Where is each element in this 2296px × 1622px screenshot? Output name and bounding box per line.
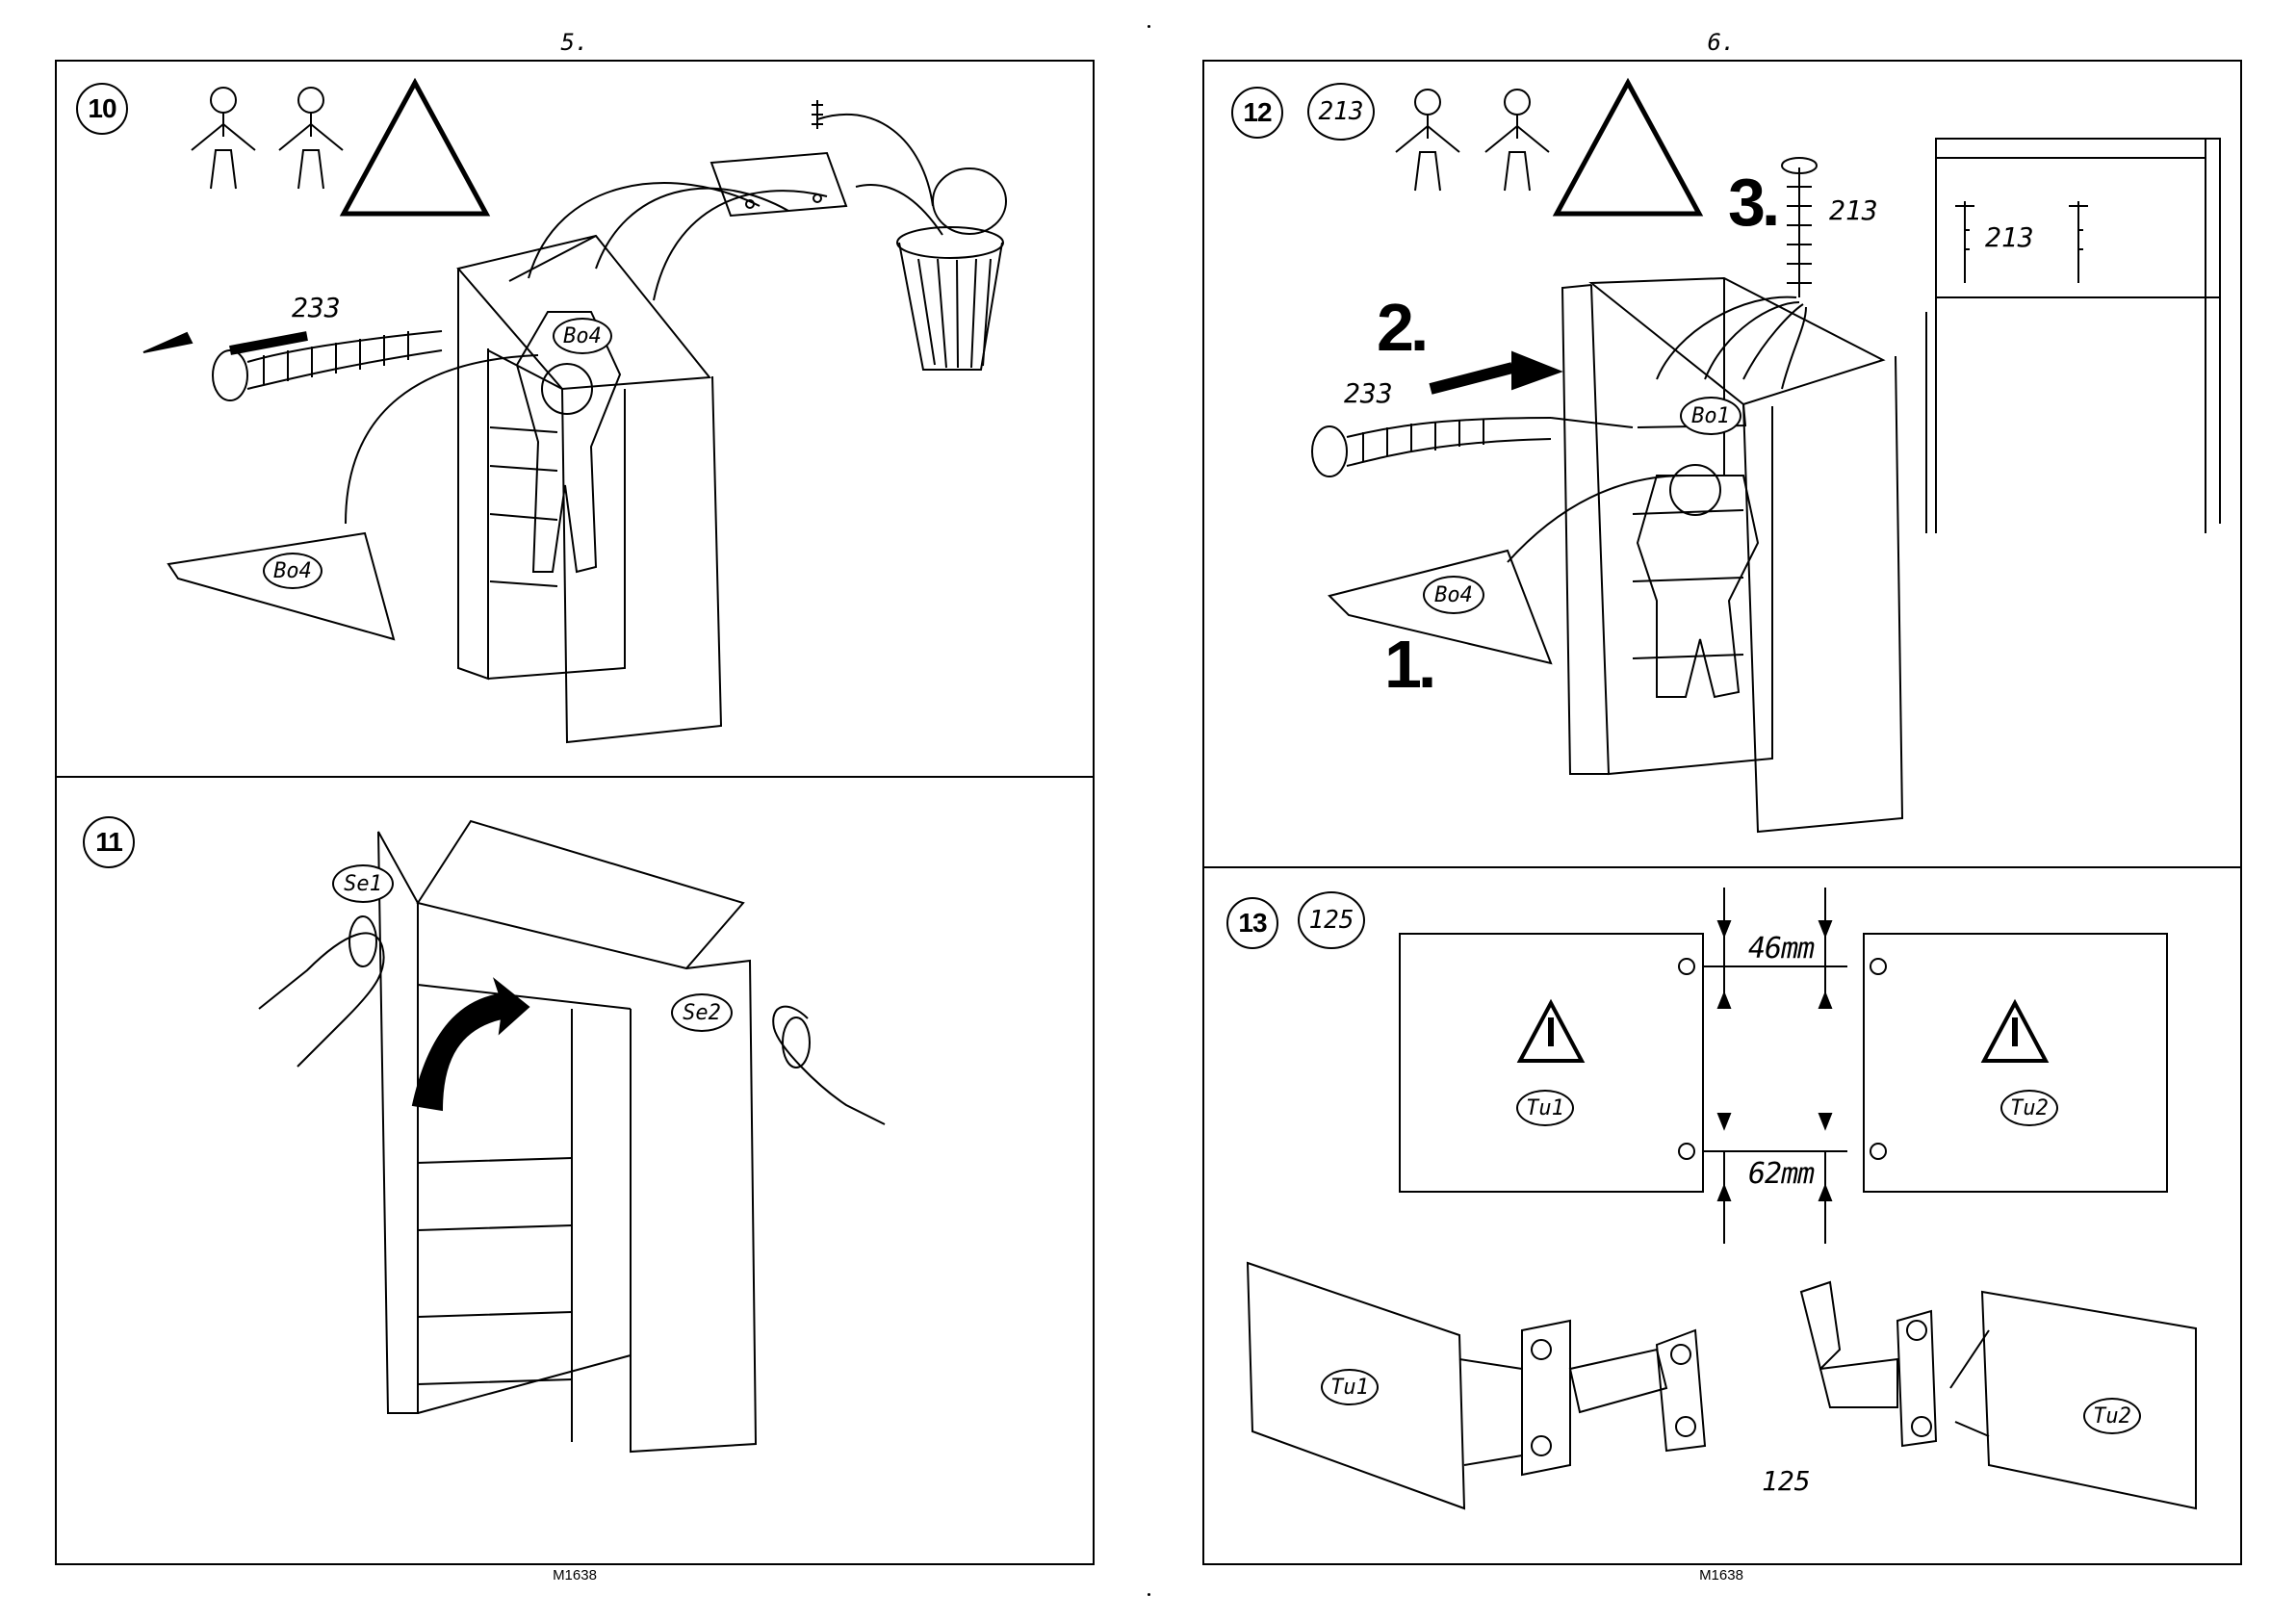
- step-11-tag-se2: Se2: [671, 993, 733, 1032]
- step-10-screw-label: 233: [292, 292, 341, 323]
- step-12-sequence-1: 1.: [1384, 626, 1432, 703]
- fold-mark-bottom: [1148, 1593, 1150, 1596]
- step-12-detail-213-label: 213: [1985, 221, 2034, 253]
- step-11-number: 11: [83, 816, 135, 868]
- fold-mark-top: [1148, 25, 1150, 28]
- page-number-left: 5.: [561, 29, 589, 56]
- step-12-sequence-3: 3.: [1728, 164, 1776, 241]
- step-13-door-tag-tu1-bottom: Tu1: [1321, 1369, 1379, 1405]
- step-11-tag-se1: Se1: [332, 864, 394, 903]
- step-13-part-ref: 125: [1298, 891, 1365, 949]
- step-13-dim-62mm: 62mm: [1748, 1157, 1814, 1191]
- step-11-illustration: [57, 778, 1093, 1563]
- step-12-screw-213-label: 213: [1829, 194, 1878, 226]
- step-13-illustration: [1204, 868, 2240, 1563]
- step-13-number: 13: [1226, 897, 1278, 949]
- warning-icon: [1557, 83, 1699, 214]
- step-12-screw-233-label: 233: [1344, 377, 1393, 409]
- page-number-right: 6.: [1708, 29, 1736, 56]
- step-12-tag-bo1: Bo1: [1680, 397, 1741, 435]
- step-13-door-tag-tu1: Tu1: [1516, 1090, 1574, 1126]
- step-12-tag-bo4: Bo4: [1423, 576, 1484, 614]
- step-13-panel: [1204, 868, 2240, 1563]
- warning-icon: [344, 83, 486, 214]
- step-12-panel: [1204, 62, 2240, 866]
- two-person-icon: [192, 88, 343, 189]
- step-12-sequence-2: 2.: [1377, 289, 1425, 366]
- step-10-tag-bo4-cabinet: Bo4: [553, 318, 612, 354]
- step-13-door-tag-tu2-bottom: Tu2: [2083, 1398, 2141, 1434]
- step-10-tag-bo4-shelf: Bo4: [263, 553, 322, 589]
- two-person-icon: [1396, 90, 1549, 191]
- step-10-panel: [57, 62, 1093, 776]
- step-12-illustration: [1204, 62, 2240, 866]
- step-10-illustration: [57, 62, 1093, 776]
- step-13-hinge-label: 125: [1762, 1465, 1811, 1497]
- step-10-number: 10: [76, 83, 128, 135]
- step-13-dim-46mm: 46mm: [1748, 932, 1814, 965]
- footer-code-right: M1638: [1699, 1567, 1743, 1583]
- footer-code-left: M1638: [553, 1567, 597, 1583]
- step-11-panel: [57, 778, 1093, 1563]
- step-13-door-tag-tu2: Tu2: [2000, 1090, 2058, 1126]
- step-12-number: 12: [1231, 87, 1283, 139]
- step-12-part-ref: 213: [1307, 83, 1375, 141]
